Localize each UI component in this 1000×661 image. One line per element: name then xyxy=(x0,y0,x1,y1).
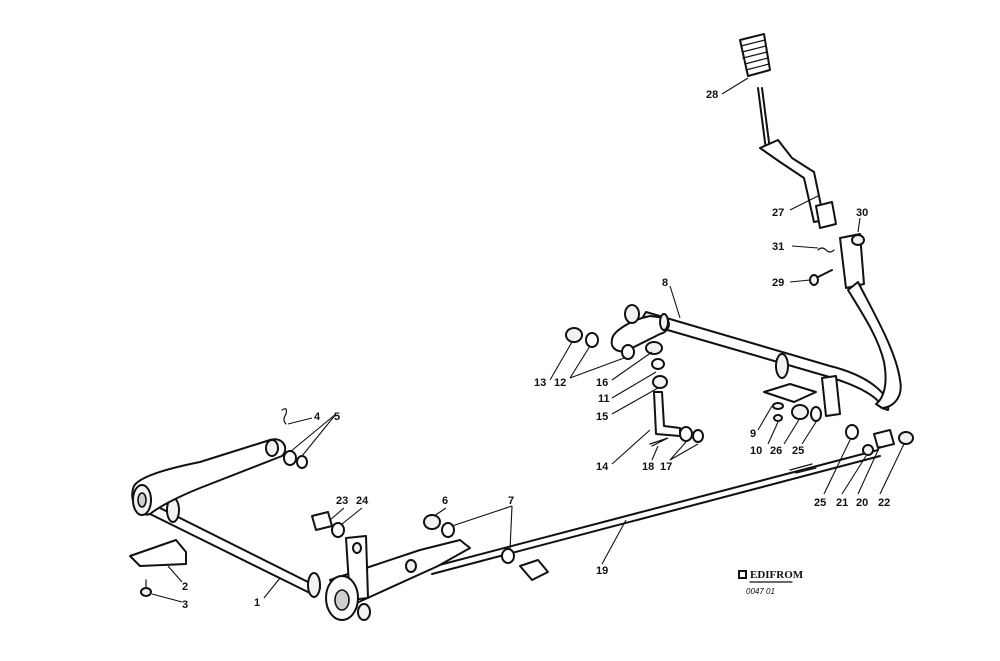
callout-16: 16 xyxy=(596,377,608,389)
leader-lines xyxy=(151,77,905,603)
pedal-pad-28 xyxy=(739,33,771,77)
callout-25-upper: 25 xyxy=(792,445,804,457)
callout-30: 30 xyxy=(856,207,868,219)
pedal-arm-27 xyxy=(757,87,902,409)
left-arm-bracket xyxy=(131,438,287,516)
upper-cross-shaft-8 xyxy=(610,304,890,417)
callout-27: 27 xyxy=(772,207,784,219)
callout-2: 2 xyxy=(182,581,188,593)
hardware xyxy=(129,234,914,597)
callout-28: 28 xyxy=(706,89,718,101)
callout-11: 11 xyxy=(598,393,610,405)
callout-9: 9 xyxy=(750,428,756,440)
callout-20: 20 xyxy=(856,497,868,509)
callout-8: 8 xyxy=(662,277,668,289)
callout-4: 4 xyxy=(314,411,321,423)
callout-12: 12 xyxy=(554,377,566,389)
callout-10: 10 xyxy=(750,445,762,457)
callout-24: 24 xyxy=(356,495,369,507)
callout-labels: 28 27 30 31 29 8 13 12 16 11 15 14 18 17… xyxy=(182,89,890,611)
callout-6: 6 xyxy=(442,495,448,507)
callout-17: 17 xyxy=(660,461,672,473)
callout-5: 5 xyxy=(334,411,340,423)
callout-22: 22 xyxy=(878,497,890,509)
callout-13: 13 xyxy=(534,377,546,389)
edifrom-logo: EDIFROM 0047 01 xyxy=(738,569,804,596)
callout-18: 18 xyxy=(642,461,654,473)
callout-14: 14 xyxy=(596,461,609,473)
callout-23: 23 xyxy=(336,495,348,507)
callout-19: 19 xyxy=(596,565,608,577)
callout-26: 26 xyxy=(770,445,782,457)
callout-31: 31 xyxy=(772,241,784,253)
callout-3: 3 xyxy=(182,599,188,611)
bracket-9 xyxy=(763,383,817,422)
callout-21: 21 xyxy=(836,497,848,509)
callout-1: 1 xyxy=(254,597,260,609)
lower-pedal-lever xyxy=(325,535,471,621)
callout-29: 29 xyxy=(772,277,784,289)
callout-15: 15 xyxy=(596,411,608,423)
callout-7: 7 xyxy=(508,495,514,507)
logo-code: 0047 01 xyxy=(746,587,775,596)
callout-25-lower: 25 xyxy=(814,497,826,509)
logo-brand: EDIFROM xyxy=(750,569,804,581)
